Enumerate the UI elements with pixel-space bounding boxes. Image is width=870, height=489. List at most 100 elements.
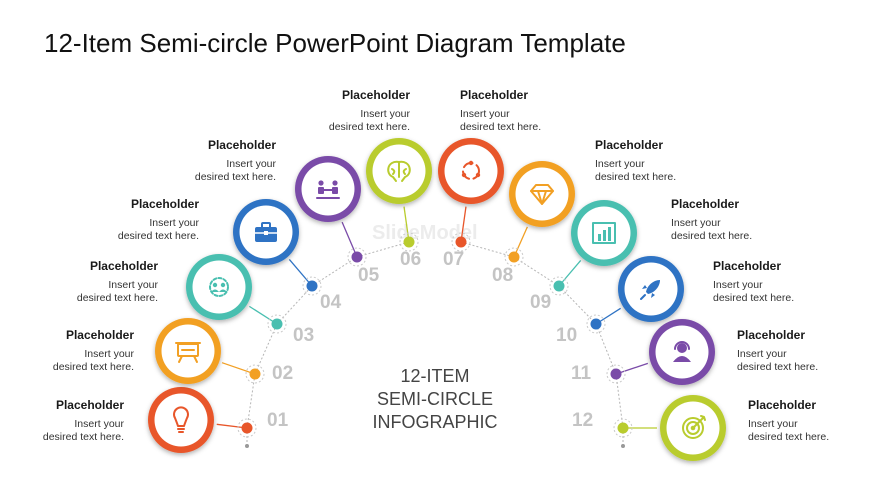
connector-line xyxy=(460,206,467,243)
marker-halo xyxy=(399,232,419,252)
marker-dot xyxy=(455,236,467,248)
marker-halo xyxy=(586,314,606,334)
marker-halo xyxy=(245,364,265,384)
marker-dot xyxy=(241,422,253,434)
item-body-line-2: desired text here. xyxy=(671,230,753,242)
connector-line xyxy=(615,362,649,375)
item-body-line-1: Insert your xyxy=(748,418,798,430)
item-heading: Placeholder xyxy=(55,398,124,412)
marker-dot xyxy=(271,318,283,330)
rocket-icon xyxy=(640,280,660,300)
team-gear-icon xyxy=(209,277,229,297)
item-body-line-1: Insert your xyxy=(108,279,158,291)
lightbulb-icon xyxy=(173,406,189,433)
item-heading: Placeholder xyxy=(595,138,664,152)
item-body-line-1: Insert your xyxy=(226,158,276,170)
item-circle-07 xyxy=(438,138,504,204)
marker-halo xyxy=(504,247,524,267)
item-circle-10 xyxy=(618,256,684,322)
spine-segment xyxy=(311,256,358,287)
item-body-line-2: desired text here. xyxy=(748,431,830,443)
item-circle-06 xyxy=(366,138,432,204)
marker-halo xyxy=(606,364,626,384)
target-icon xyxy=(682,415,706,439)
item-body-line-1: Insert your xyxy=(74,418,124,430)
item-body-line-1: Insert your xyxy=(737,348,787,360)
item-body-line-1: Insert your xyxy=(713,279,763,291)
item-body-line-1: Insert your xyxy=(360,108,410,120)
item-body-line-2: desired text here. xyxy=(117,230,199,242)
spine-segment xyxy=(246,373,256,429)
marker-dot xyxy=(306,280,318,292)
item-heading: Placeholder xyxy=(207,138,276,152)
diamond-icon xyxy=(530,184,554,205)
item-number-10: 10 xyxy=(556,325,578,346)
item-heading: Placeholder xyxy=(341,88,410,102)
item-circle-02 xyxy=(155,318,221,384)
center-caption: 12-ITEM SEMI-CIRCLE INFOGRAPHIC xyxy=(345,365,525,434)
item-number-01: 01 xyxy=(267,410,289,431)
support-agent-icon xyxy=(673,341,691,362)
center-line-2: SEMI-CIRCLE xyxy=(376,389,493,409)
item-number-09: 09 xyxy=(530,292,552,313)
item-number-02: 02 xyxy=(272,363,294,384)
marker-halo xyxy=(237,418,257,438)
item-number-11: 11 xyxy=(571,363,592,384)
item-heading: Placeholder xyxy=(130,197,199,211)
item-number-04: 04 xyxy=(320,292,342,313)
marker-dot xyxy=(617,422,629,434)
item-heading: Placeholder xyxy=(460,88,529,102)
marker-halo xyxy=(302,276,322,296)
marker-halo xyxy=(613,418,633,438)
item-body-line-2: desired text here. xyxy=(76,292,158,304)
item-body-line-2: desired text here. xyxy=(737,361,819,373)
item-number-12: 12 xyxy=(572,410,594,431)
marker-halo xyxy=(549,276,569,296)
marker-halo xyxy=(451,232,471,252)
item-number-06: 06 xyxy=(400,249,422,270)
spine-segment xyxy=(276,285,313,325)
item-circle-04 xyxy=(233,199,299,265)
item-body-line-2: desired text here. xyxy=(595,171,677,183)
growth-chart-icon xyxy=(592,222,616,244)
spine-end-dot xyxy=(245,444,249,448)
spine-segment xyxy=(558,285,597,325)
marker-dot xyxy=(590,318,602,330)
marker-dot xyxy=(403,236,415,248)
item-body-line-2: desired text here. xyxy=(713,292,795,304)
spine-segment xyxy=(595,323,617,375)
item-heading: Placeholder xyxy=(671,197,740,211)
item-heading: Placeholder xyxy=(748,398,817,412)
brain-icon xyxy=(387,160,411,182)
item-circle-03 xyxy=(186,254,252,320)
meeting-icon xyxy=(316,180,340,199)
item-heading: Placeholder xyxy=(713,259,782,273)
item-circle-11 xyxy=(649,319,715,385)
connector-line xyxy=(403,206,410,243)
item-heading: Placeholder xyxy=(89,259,158,273)
item-body-line-2: desired text here. xyxy=(52,361,134,373)
item-circle-01 xyxy=(148,387,214,453)
item-circle-09 xyxy=(571,200,637,266)
item-number-07: 07 xyxy=(443,249,465,270)
marker-halo xyxy=(267,314,287,334)
connector-line xyxy=(288,258,313,287)
